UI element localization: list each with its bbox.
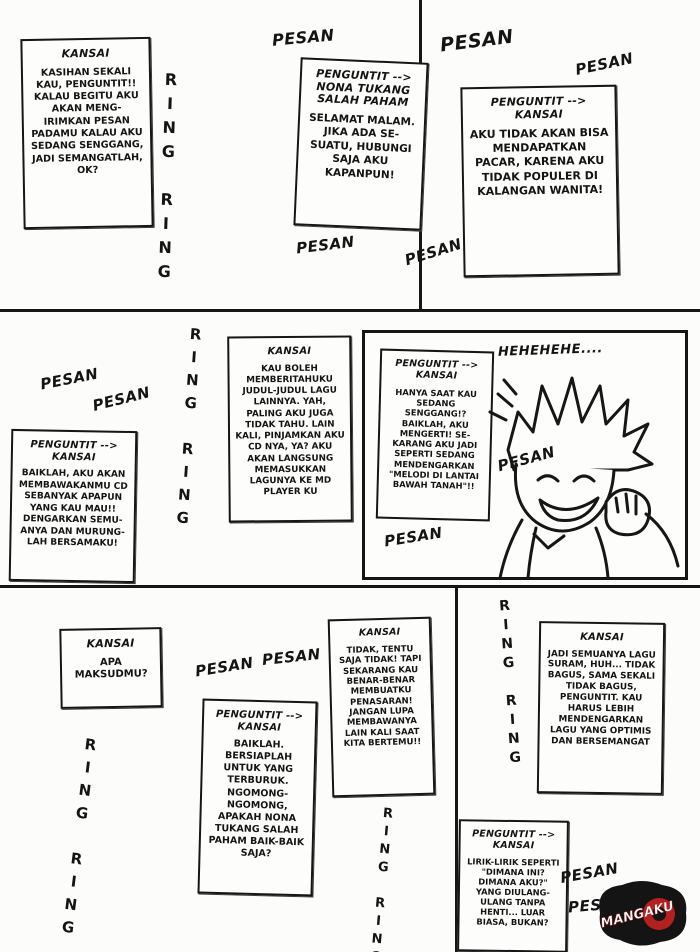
sfx-pesan: PESAN <box>261 644 322 670</box>
sfx-ring-ring: RING RING <box>496 597 524 770</box>
sfx-pesan: PESAN <box>573 49 635 79</box>
note-sender: KANSAI <box>61 46 110 61</box>
note-text: SELAMAT MALAM. JIKA ADA SE-SUATU, HUBUNG… <box>308 111 416 182</box>
character-drawing <box>478 352 683 580</box>
note-sender: PENGUNTIT --> KANSAI <box>215 708 304 734</box>
sfx-pesan: PESAN <box>271 25 336 50</box>
sfx-pesan: PESAN <box>193 653 255 681</box>
sfx-ring-ring: RING RING <box>172 324 206 533</box>
message-note-7: KANSAI APA MAKSUDMU? <box>59 627 163 709</box>
note-text: JADI SEMUANYA LAGU SURAM, HUH... TIDAK B… <box>547 648 656 749</box>
sfx-pesan: PESAN <box>402 234 465 270</box>
note-sender: PENGUNTIT --> KANSAI <box>395 357 479 382</box>
note-sender: KANSAI <box>86 636 135 651</box>
note-text: KAU BOLEH MEMBERITAHUKU JUDUL-JUDUL LAGU… <box>235 363 345 498</box>
note-sender: PENGUNTIT --> KANSAI <box>30 439 118 463</box>
message-note-2: PENGUNTIT --> NONA TUKANG SALAH PAHAM SE… <box>293 57 429 231</box>
note-sender: KANSAI <box>580 631 624 644</box>
message-note-4: PENGUNTIT --> KANSAI BAIKLAH, AKU AKAN M… <box>8 428 138 584</box>
note-text: TIDAK, TENTU SAJA TIDAK! TAPI SEKARANG K… <box>338 644 422 750</box>
message-note-10: KANSAI JADI SEMUANYA LAGU SURAM, HUH... … <box>536 621 666 795</box>
note-sender: PENGUNTIT --> NONA TUKANG SALAH PAHAM <box>315 66 413 110</box>
message-note-9: KANSAI TIDAK, TENTU SAJA TIDAK! TAPI SEK… <box>327 616 436 798</box>
sfx-pesan: PESAN <box>38 364 100 394</box>
panel-border-bottom-vertical <box>455 586 458 952</box>
message-note-1: KANSAI KASIHAN SEKALI KAU, PENGUNTIT!! K… <box>20 36 154 230</box>
note-sender: KANSAI <box>267 345 312 358</box>
panel-border-row2-bottom <box>0 585 700 588</box>
sfx-pesan: PESAN <box>438 25 515 57</box>
note-text: LIRIK-LIRIK SEPERTI "DIMANA INI? DIMANA … <box>467 856 560 928</box>
note-text: AKU TIDAK AKAN BISA MENDAPATKAN PACAR, K… <box>469 126 609 198</box>
note-text: KASIHAN SEKALI KAU, PENGUNTIT!! KALAU BE… <box>30 65 144 176</box>
panel-border-row1-bottom <box>0 309 700 312</box>
note-text: BAIKLAH. BERSIAPLAH UNTUK YANG TERBURUK.… <box>208 738 305 860</box>
note-sender: PENGUNTIT --> KANSAI <box>472 828 556 852</box>
message-note-8: PENGUNTIT --> KANSAI BAIKLAH. BERSIAPLAH… <box>197 698 318 897</box>
scanlation-logo: MANGAKU <box>592 876 692 950</box>
note-sender: PENGUNTIT --> KANSAI <box>490 94 587 122</box>
note-text: BAIKLAH, AKU AKAN MEMBAWAKANMU CD SEBANY… <box>18 468 128 549</box>
sfx-ring-ring: RING RING <box>154 69 181 287</box>
message-note-5: KANSAI KAU BOLEH MEMBERITAHUKU JUDUL-JUD… <box>227 335 353 523</box>
sfx-ring-ring: RING RING <box>57 734 101 943</box>
message-note-11: PENGUNTIT --> KANSAI LIRIK-LIRIK SEPERTI… <box>457 819 569 952</box>
note-sender: KANSAI <box>358 626 401 639</box>
message-note-6: PENGUNTIT --> KANSAI HANYA SAAT KAU SEDA… <box>375 348 495 522</box>
sfx-ring-ring: RING RING <box>366 805 397 952</box>
sfx-pesan: PESAN <box>295 232 356 258</box>
sfx-pesan: PESAN <box>90 383 153 415</box>
note-text: HANYA SAAT KAU SEDANG SENGGANG!? BAIKLAH… <box>388 386 480 492</box>
message-note-3: PENGUNTIT --> KANSAI AKU TIDAK AKAN BISA… <box>460 84 620 278</box>
note-text: APA MAKSUDMU? <box>74 656 148 682</box>
